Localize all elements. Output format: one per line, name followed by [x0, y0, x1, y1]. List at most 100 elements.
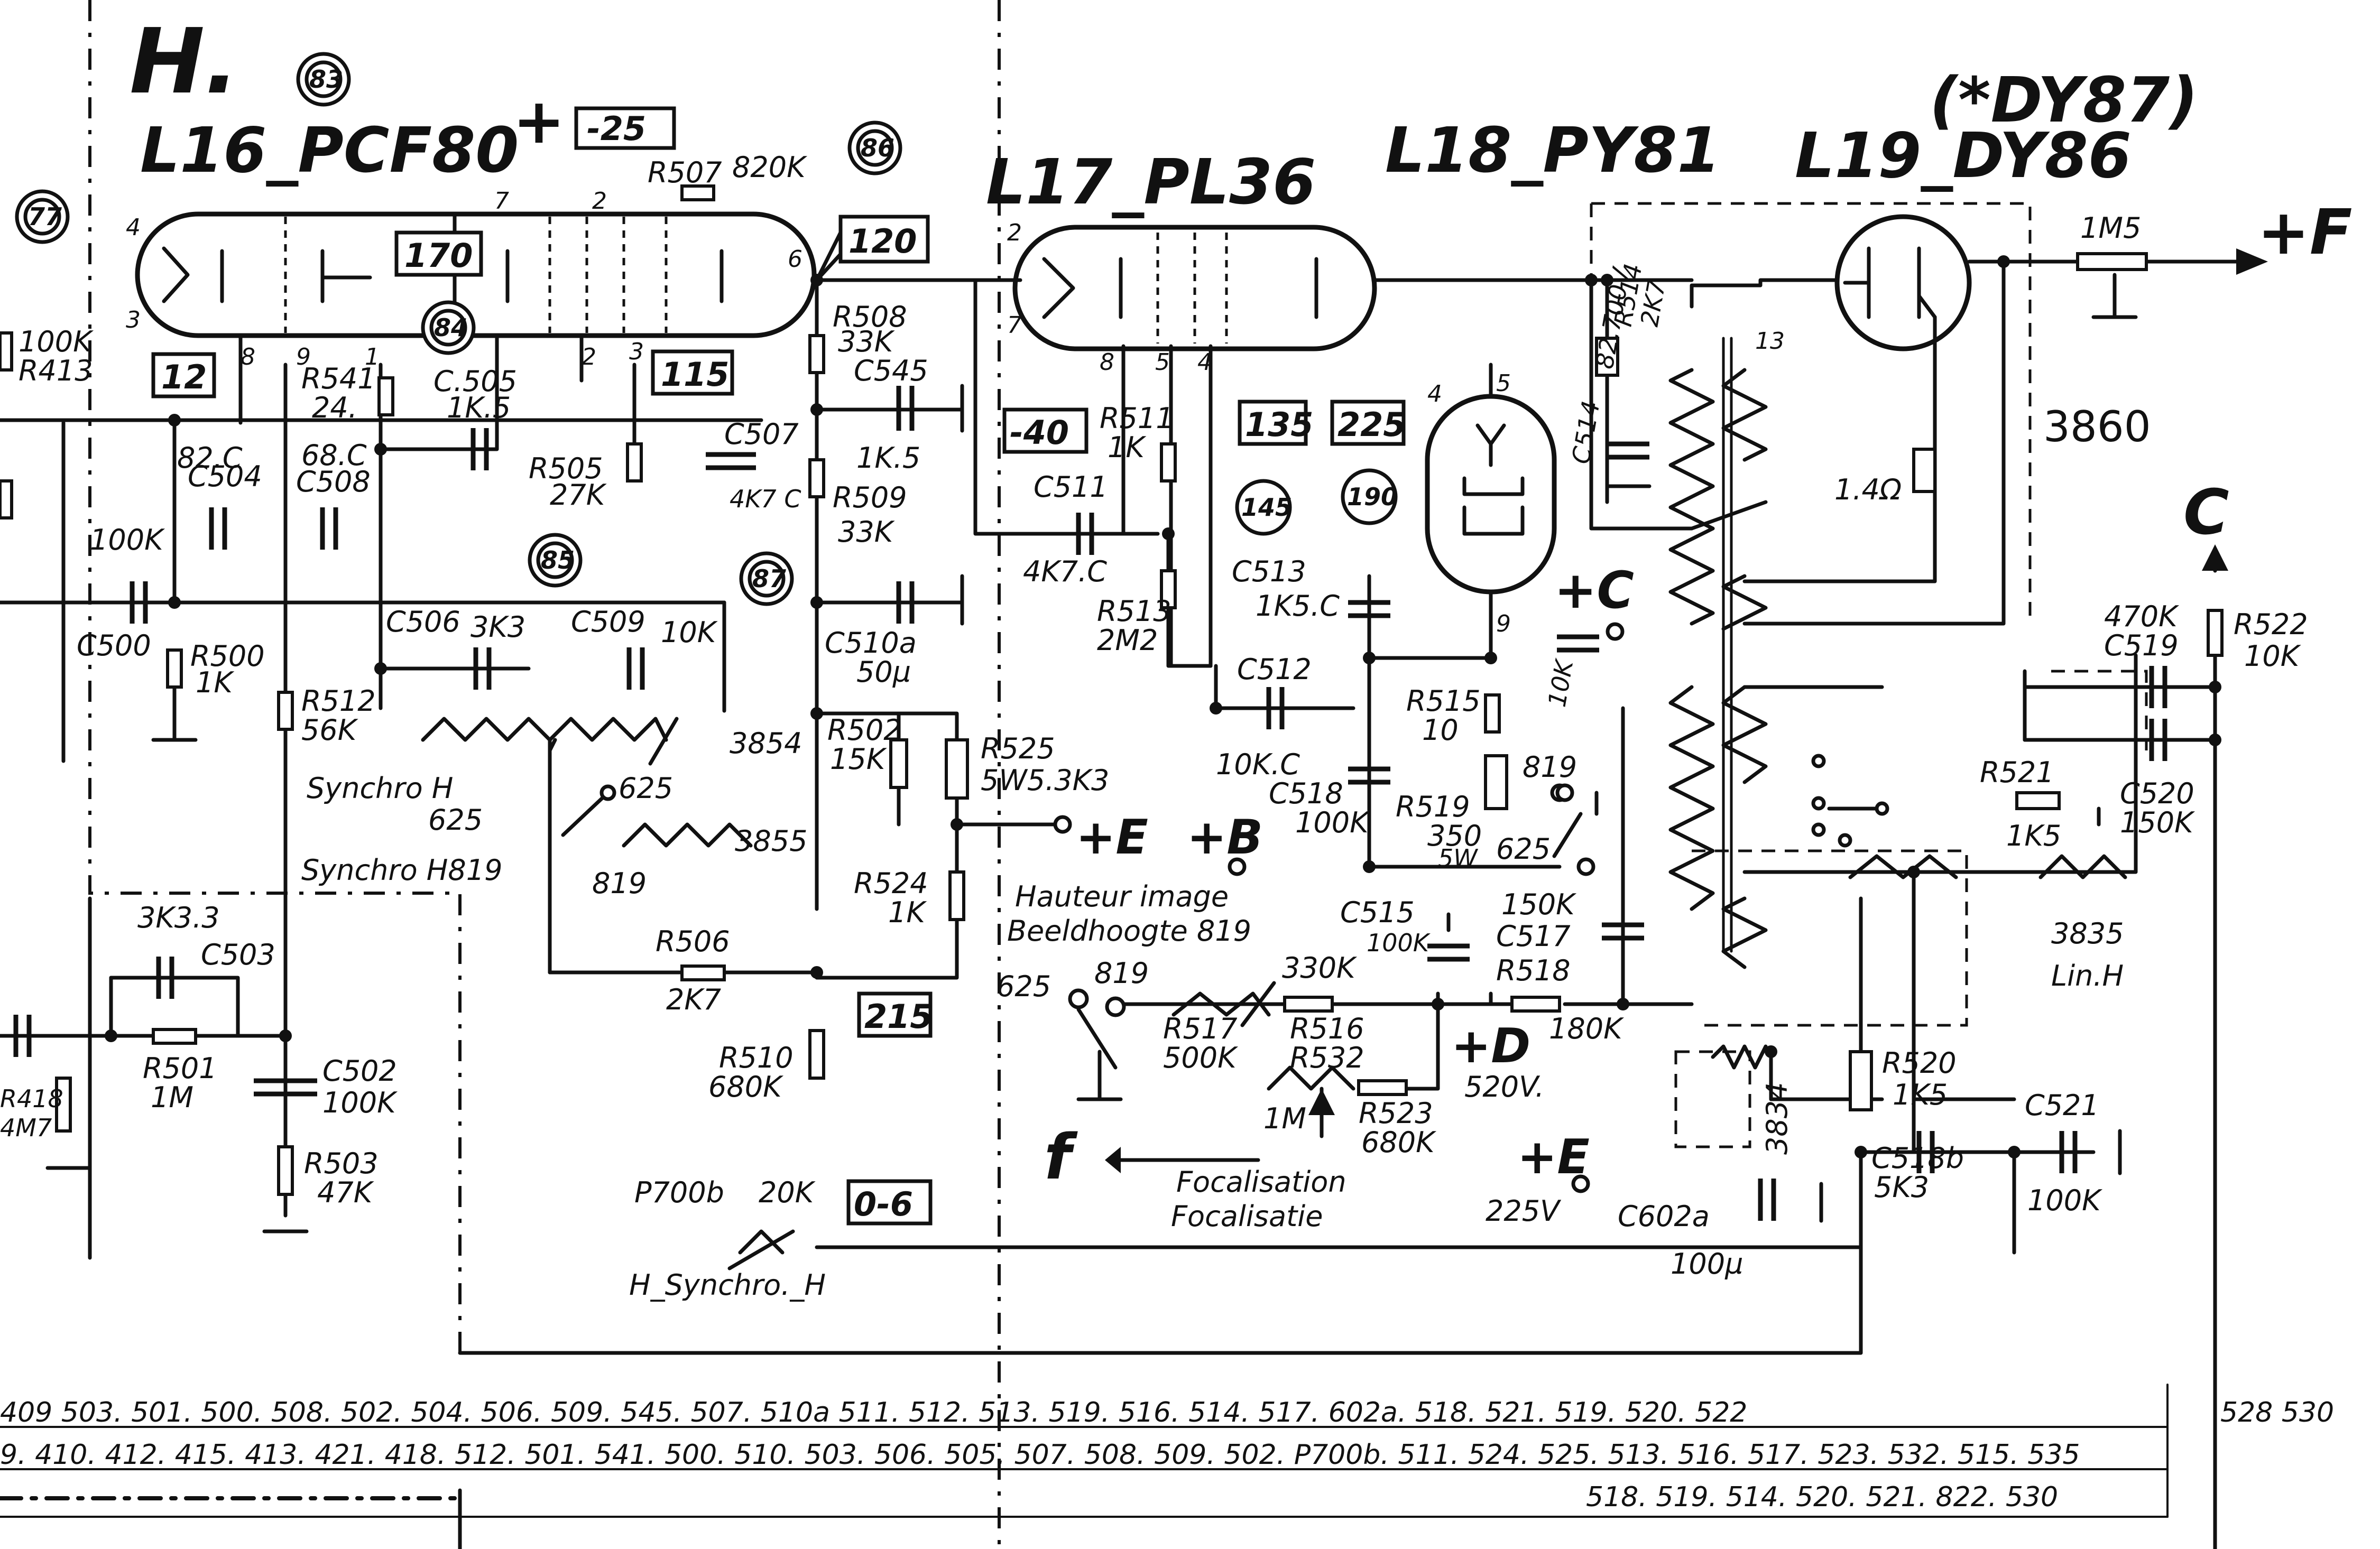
label-sw2-819: 819 — [1523, 750, 1577, 784]
value-c518b: 5K3 — [1874, 1171, 1929, 1204]
label-focalisation: Focalisation — [1176, 1165, 1346, 1199]
value-c508: 68.C — [301, 439, 367, 472]
value-r507: 820K — [732, 151, 807, 184]
label-c500: C500 — [77, 629, 151, 662]
tube-label-l16-suffix: + — [513, 85, 565, 157]
label-r508: R508 — [833, 300, 907, 333]
voltage-box-m25: -25 — [587, 109, 646, 148]
value-r520: 1K5 — [1893, 1078, 1948, 1111]
value-r511: 1K — [1108, 431, 1146, 464]
other-labels: 1M5 +F C +C +E +B +D 520V. +E 225V f 386… — [301, 196, 2352, 1302]
voltage-boxes: -25 170 12 120 115 -40 135 225 215 0-6 — [151, 106, 1406, 1226]
value-c516: 10K — [1543, 656, 1579, 709]
tube-label-l19-alt: (*DY87) — [1930, 63, 2198, 136]
value-r501: 1M — [151, 1081, 193, 1114]
label-r518: R518 — [1496, 954, 1571, 987]
label-p700b: P700b — [634, 1176, 724, 1209]
pin-l16-3b: 3 — [629, 338, 644, 365]
value-r524: 1K — [888, 896, 927, 929]
footer-row-3: 518. 519. 514. 520. 521. 822. 530 — [1586, 1481, 2058, 1513]
label-synchro-h: Synchro H — [307, 772, 453, 805]
value-p700b: 20K — [759, 1176, 816, 1209]
label-r505: R505 — [529, 452, 603, 485]
value-c511: 4K7.C — [1023, 555, 1107, 588]
label-r513: R513 — [1097, 595, 1171, 628]
label-plus-e-2: +E — [1517, 1129, 1590, 1185]
label-f: f — [1044, 1120, 1078, 1193]
label-c515: C515 — [1340, 896, 1415, 929]
value-c500: 100K — [90, 523, 165, 556]
label-c502: C502 — [322, 1054, 397, 1088]
label-c507: C507 — [724, 418, 799, 451]
value-r525: 5W5.3K3 — [981, 764, 1109, 797]
pin-l16-2: 2 — [592, 188, 607, 215]
label-beeldhoogte: Beeldhoogte 819 — [1007, 914, 1251, 948]
test-point-85: 85 — [541, 546, 575, 574]
value-c517: 150K — [1501, 888, 1576, 921]
label-3854: 3854 — [730, 727, 802, 760]
voltage-box-170: 170 — [404, 236, 473, 275]
pin-l18-4: 4 — [1427, 381, 1442, 407]
voltage-box-120: 120 — [848, 222, 917, 261]
value-c545: 1K.5 — [856, 441, 920, 475]
value-c515: 100K — [1367, 929, 1431, 957]
pin-l16-7: 7 — [494, 188, 509, 215]
label-plus-c: +C — [1554, 561, 1634, 620]
pin-l16-9: 9 — [296, 344, 311, 370]
label-225v: 225V — [1486, 1194, 1562, 1228]
label-r519: R519 — [1396, 790, 1470, 823]
value-r519: 350 — [1427, 819, 1482, 852]
transformers — [1668, 337, 1768, 969]
label-r523: R523 — [1359, 1097, 1433, 1130]
test-point-145: 145 — [1241, 493, 1292, 522]
label-sw-819: 819 — [592, 867, 647, 900]
label-synchro-h819: Synchro H819 — [301, 854, 502, 887]
pin-l16-4: 4 — [126, 214, 141, 241]
label-plus-e: +E — [1076, 810, 1148, 865]
label-focalisatie: Focalisatie — [1171, 1200, 1323, 1233]
test-point-86: 86 — [861, 134, 894, 162]
label-r516: R516 — [1290, 1012, 1364, 1045]
value-r518: 180K — [1549, 1012, 1624, 1045]
label-sw3-625: 625 — [997, 970, 1051, 1003]
value-c505: 1K.5 — [447, 391, 511, 424]
value-c503: 3K3.3 — [137, 901, 220, 934]
label-out-f: +F — [2257, 196, 2352, 268]
footer-row-2: 9. 410. 412. 415. 413. 421. 418. 512. 50… — [0, 1439, 2080, 1471]
value-c518: 100K — [1295, 806, 1370, 839]
label-c521: C521 — [2025, 1089, 2099, 1122]
label-c508: C508 — [296, 465, 371, 498]
voltage-box-225: 225 — [1337, 405, 1406, 444]
tube-l19-dy86 — [1834, 214, 1972, 351]
wiring — [0, 230, 2217, 1549]
value-c513: 1K5.C — [1256, 589, 1340, 623]
label-r515: R515 — [1406, 684, 1481, 718]
label-r509: R509 — [833, 481, 907, 514]
ground-symbols — [45, 384, 2122, 1233]
value-c507: 4K7 C — [730, 485, 801, 513]
label-plus-d: +D — [1451, 1018, 1530, 1074]
voltage-box-0-6: 0-6 — [854, 1185, 913, 1223]
label-r418: R418 — [0, 1084, 63, 1113]
label-520v: 520V. — [1464, 1070, 1544, 1103]
label-3855: 3855 — [735, 824, 807, 858]
value-r512: 56K — [301, 713, 358, 747]
value-c602a: 100µ — [1671, 1247, 1743, 1281]
label-r511: R511 — [1100, 402, 1174, 435]
value-r516: 330K — [1282, 951, 1357, 985]
value-c519: 470K — [2104, 600, 2179, 633]
label-c505: C.505 — [433, 365, 517, 398]
label-c518b: C518b — [1871, 1142, 1964, 1175]
label-r413: R413 — [19, 354, 93, 387]
label-c506: C506 — [386, 605, 460, 638]
voltage-box-12: 12 — [161, 358, 207, 396]
potentiometers — [421, 717, 2127, 1270]
label-c602a: C602a — [1618, 1200, 1710, 1233]
label-r524: R524 — [854, 867, 928, 900]
label-c512: C512 — [1237, 653, 1312, 686]
value-r505: 27K — [550, 478, 607, 512]
value-r503: 47K — [317, 1176, 374, 1209]
tube-label-l16: L16_PCF80 — [140, 114, 519, 187]
label-c511: C511 — [1034, 470, 1108, 504]
label-lin-h: Lin.H — [2051, 959, 2124, 993]
